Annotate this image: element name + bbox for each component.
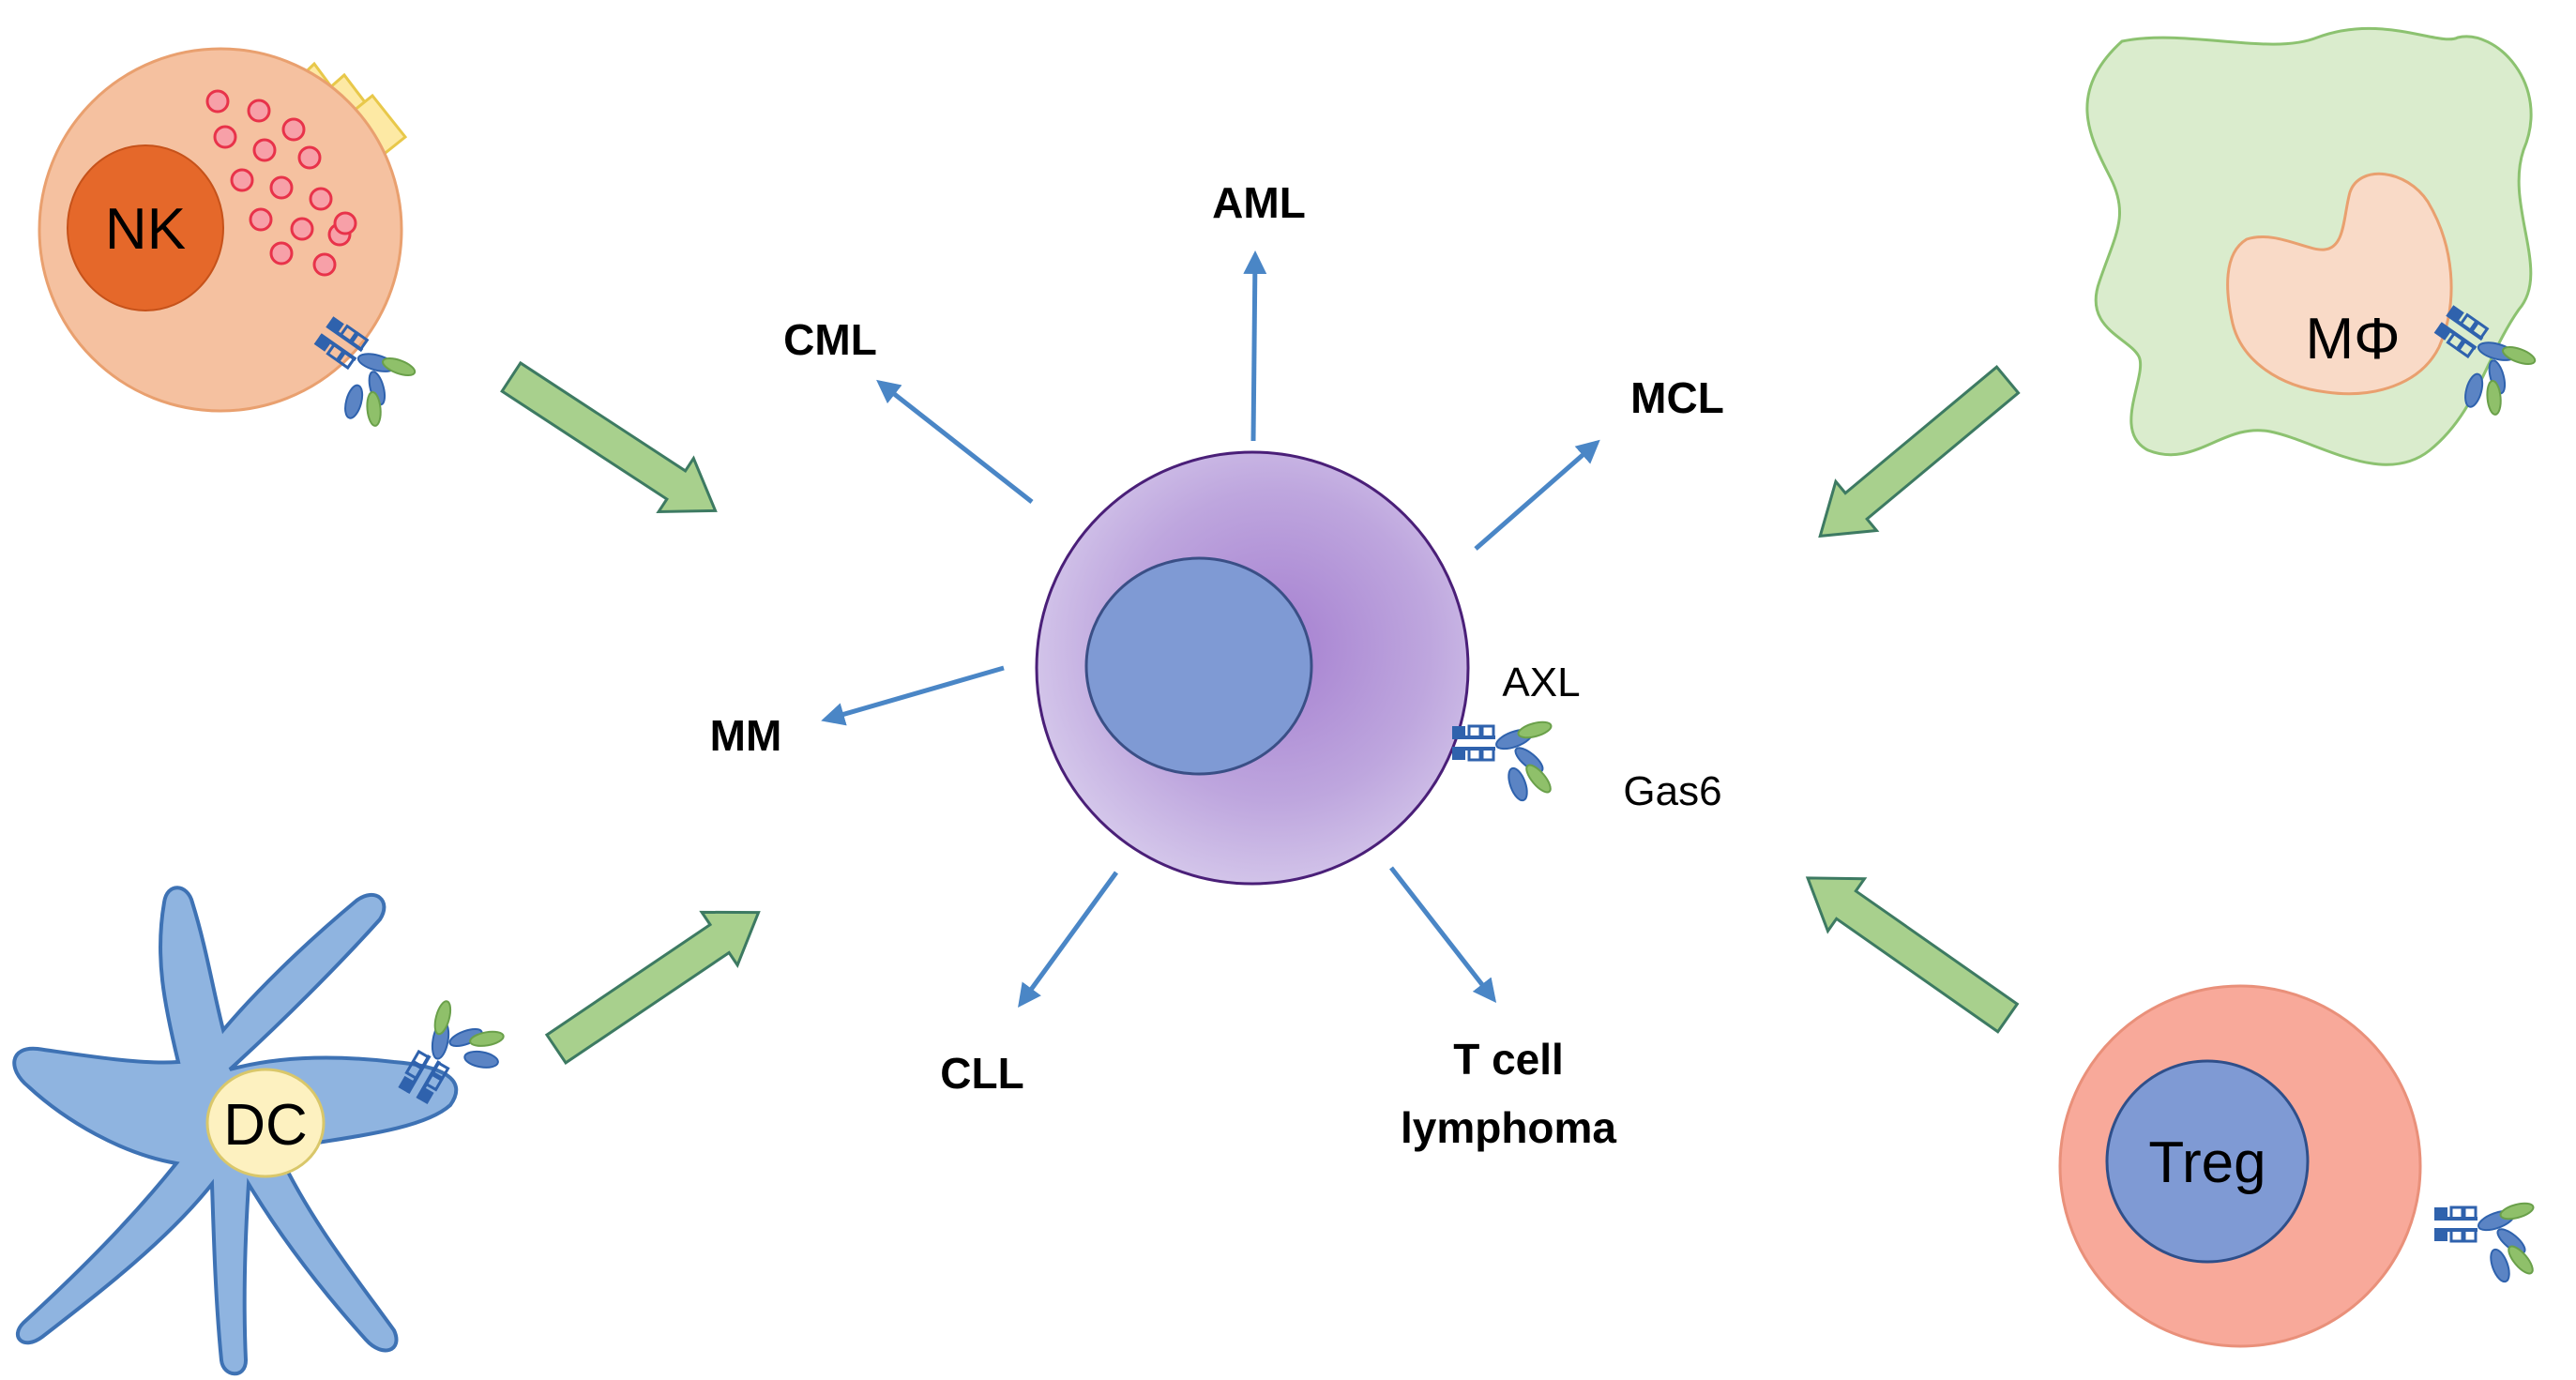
t-cell-lymphoma-label-line1: T cell xyxy=(1453,1035,1564,1084)
gas6-label: Gas6 xyxy=(1623,768,1721,814)
dc-cell: DC xyxy=(12,886,518,1376)
t-cell-lymphoma-label-line2: lymphoma xyxy=(1401,1103,1616,1152)
dc-to-tumor-arrow-icon xyxy=(537,884,779,1077)
cml-label: CML xyxy=(783,315,877,364)
nk-cell: NK xyxy=(38,47,423,440)
treg-axl-receptor-icon xyxy=(2432,1198,2538,1286)
central-tumor-cell xyxy=(1035,450,1556,886)
cll-label: CLL xyxy=(940,1049,1023,1098)
macrophage-label: MΦ xyxy=(2305,307,2400,372)
thin-arrows xyxy=(821,250,1600,1008)
macrophage-cell: MΦ xyxy=(2085,26,2543,466)
nk-label: NK xyxy=(105,197,186,262)
macrophage-to-tumor-arrow-icon xyxy=(1797,354,2030,563)
treg-label: Treg xyxy=(2148,1130,2265,1195)
aml-label: AML xyxy=(1212,178,1306,227)
axl-label: AXL xyxy=(1502,660,1580,705)
mm-label: MM xyxy=(710,711,782,760)
mcl-label: MCL xyxy=(1630,373,1724,422)
nk-to-tumor-arrow-icon xyxy=(492,349,735,539)
dc-label: DC xyxy=(223,1093,308,1158)
treg-to-tumor-arrow-icon xyxy=(1788,850,2028,1046)
central-axl-receptor-icon xyxy=(1450,717,1556,805)
treg-cell: Treg xyxy=(2058,984,2538,1348)
nk-granules xyxy=(205,89,357,277)
